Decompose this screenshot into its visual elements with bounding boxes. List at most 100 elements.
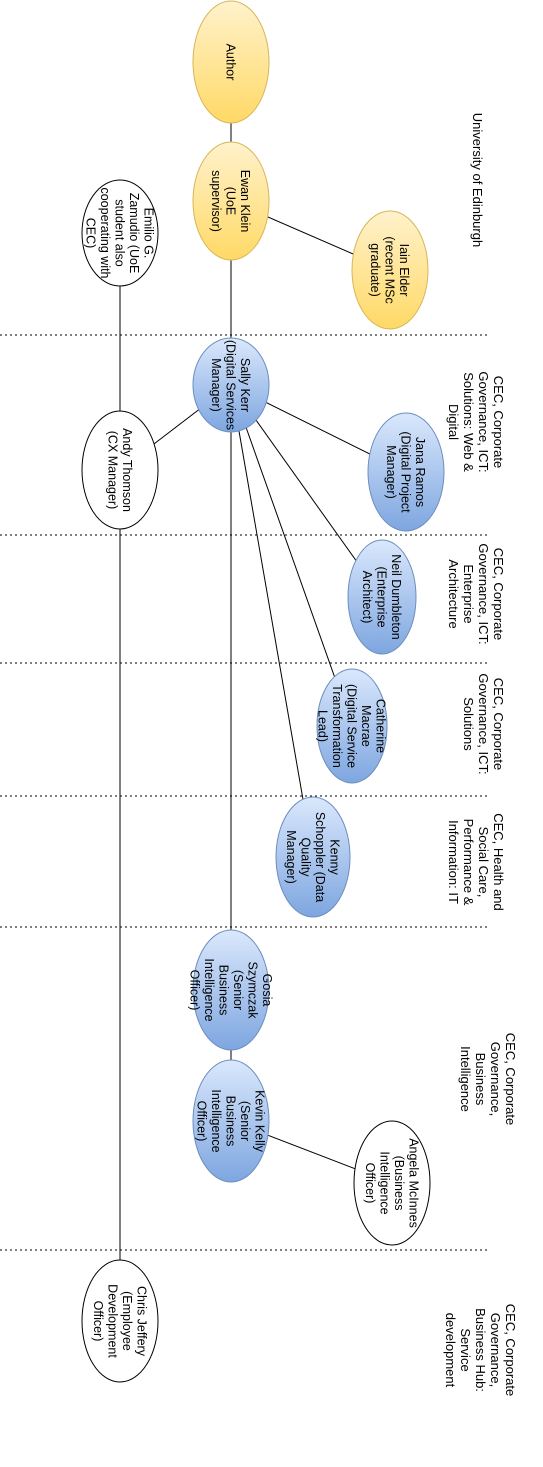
node-jana: Jana Ramos(Digital ProjectManager)	[367, 412, 445, 532]
node-jana-line-3: Manager)	[384, 445, 398, 499]
node-gosia-shape	[192, 929, 270, 1051]
node-jana-shape	[367, 412, 445, 532]
node-catherine-line-4: Transformation	[330, 684, 344, 768]
node-neil-shape	[347, 539, 417, 655]
group-label-ea-line-4: Architecture	[446, 559, 461, 628]
node-sally-label: Sally Kerr(Digital ServicesManager)	[209, 340, 252, 430]
node-emilio-line-5: CEC)	[84, 218, 98, 249]
node-iain-line-2: (recent MSc	[383, 236, 397, 303]
node-iain-line-1: Iain Elder	[397, 244, 411, 297]
group-label-bh-line-2: Governance,	[488, 1313, 503, 1387]
node-emilio-line-2: Zamudio (UoE	[127, 193, 141, 274]
node-author-label: Author	[224, 44, 238, 81]
node-catherine-label: CatherineMacrae(Digital ServiceTransform…	[316, 684, 388, 768]
group-label-web-line-2: Governance, ICT:	[476, 371, 491, 472]
node-author-line-1: Author	[224, 44, 238, 81]
group-label-hsc-line-3: Performance &	[461, 819, 476, 906]
node-gosia-line-5: Intelligence	[202, 958, 216, 1021]
node-jana-label: Jana Ramos(Digital ProjectManager)	[384, 431, 427, 513]
group-label-ea: CEC, CorporateGovernance, ICT:Enterprise…	[446, 543, 506, 644]
group-label-uoe-line-1: University of Edinburgh	[470, 113, 485, 247]
node-andy-shape	[81, 410, 159, 530]
node-angela-label: Angela McInnes(BusinessIntelligenceOffic…	[363, 1138, 421, 1228]
node-chris-line-2: (Employee	[120, 1291, 134, 1351]
node-gosia-line-4: Business	[216, 965, 230, 1016]
group-label-ea-line-2: Governance, ICT:	[476, 543, 491, 644]
node-gosia-line-1: Gosia	[260, 974, 274, 1007]
node-gosia-line-6: Officer)	[187, 970, 201, 1011]
node-kevin-line-3: Business	[224, 1096, 238, 1147]
node-catherine-line-3: (Digital Service	[345, 684, 359, 768]
node-kevin-line-5: Officer)	[195, 1101, 209, 1142]
node-emilio: Emilio G.Zamudio (UoEstudent alsocoopera…	[81, 179, 159, 287]
node-emilio-label: Emilio G.Zamudio (UoEstudent alsocoopera…	[84, 187, 156, 278]
node-jana-line-1: Jana Ramos	[413, 437, 427, 507]
node-kenny-line-3: Quality	[298, 838, 312, 878]
group-label-hsc-line-1: CEC, Health and	[491, 813, 506, 911]
node-andy-label: Andy Thomson(CX Manager)	[105, 428, 134, 512]
group-label-web-line-1: CEC, Corporate	[491, 376, 506, 468]
node-catherine-line-5: Lead)	[316, 710, 330, 742]
group-label-bh: CEC, CorporateGovernance,Business Hub:Se…	[443, 1304, 518, 1396]
group-label-bi: CEC, CorporateGovernance,BusinessIntelli…	[458, 1033, 518, 1125]
node-neil-label: Neil Dumbleton(EnterpriseArchitect)	[360, 554, 403, 640]
node-kevin: Kevin Kelly(SeniorBusinessIntelligenceOf…	[192, 1059, 270, 1183]
node-kenny-shape	[275, 796, 351, 918]
node-gosia-line-3: (Senior	[231, 970, 245, 1010]
node-iain-shape	[351, 210, 429, 330]
group-label-bh-line-4: Service	[458, 1328, 473, 1371]
node-gosia: GosiaSzymczak(SeniorBusinessIntelligence…	[187, 929, 274, 1051]
node-chris-line-1: Chris Jeffery	[134, 1286, 148, 1357]
node-sally-line-2: (Digital Services	[224, 340, 238, 430]
node-iain: Iain Elder(recent MScgraduate)	[351, 210, 429, 330]
group-separators	[0, 334, 490, 1251]
node-chris-line-4: Officer)	[91, 1301, 105, 1342]
node-author: Author	[192, 0, 270, 124]
node-emilio-line-4: cooperating with	[98, 187, 112, 278]
node-kevin-label: Kevin Kelly(SeniorBusinessIntelligenceOf…	[195, 1089, 267, 1152]
node-chris-shape	[81, 1259, 159, 1383]
group-label-sol-line-1: CEC, Corporate	[491, 678, 506, 770]
node-ewan-label: Ewan Klein(UoEsupervisor)	[209, 170, 252, 233]
node-gosia-line-2: Szymczak	[245, 962, 259, 1020]
node-andy: Andy Thomson(CX Manager)	[81, 410, 159, 530]
node-iain-line-3: graduate)	[368, 243, 382, 297]
node-andy-line-2: (CX Manager)	[105, 431, 119, 510]
node-catherine-shape	[316, 668, 388, 784]
node-iain-label: Iain Elder(recent MScgraduate)	[368, 236, 411, 303]
node-chris: Chris Jeffery(EmployeeDevelopmentOfficer…	[81, 1259, 159, 1383]
node-gosia-label: GosiaSzymczak(SeniorBusinessIntelligence…	[187, 958, 274, 1021]
node-angela-line-1: Angela McInnes	[406, 1138, 420, 1228]
node-ewan-shape	[192, 141, 270, 261]
node-sally-line-3: Manager)	[209, 358, 223, 412]
node-emilio-line-3: student also	[113, 199, 127, 266]
node-kenny: KennySchoppler (DataQualityManager)	[275, 796, 351, 918]
group-label-web-line-4: Digital	[446, 404, 461, 440]
node-sally: Sally Kerr(Digital ServicesManager)	[192, 337, 270, 433]
node-kenny-line-2: Schoppler (Data	[313, 812, 327, 902]
group-label-bi-line-2: Governance,	[488, 1042, 503, 1116]
node-neil-line-3: Architect)	[360, 571, 374, 624]
node-emilio-shape	[81, 179, 159, 287]
node-angela-shape	[353, 1120, 431, 1246]
group-label-hsc-line-2: Social Care,	[476, 827, 491, 898]
node-kenny-line-4: Manager)	[284, 830, 298, 884]
edge-sally-catherine	[230, 384, 353, 727]
node-kevin-line-2: (Senior	[238, 1101, 252, 1141]
group-label-bh-line-1: CEC, Corporate	[503, 1304, 518, 1396]
node-chris-label: Chris Jeffery(EmployeeDevelopmentOfficer…	[91, 1284, 149, 1358]
group-label-web: CEC, CorporateGovernance, ICT:Solutions:…	[446, 371, 506, 472]
group-label-bi-line-3: Business	[473, 1053, 488, 1106]
node-catherine-line-2: Macrae	[359, 705, 373, 747]
group-label-sol: CEC, CorporateGovernance, ICT:Solutions	[461, 673, 506, 774]
group-label-hsc-line-4: Information: IT	[446, 820, 461, 904]
node-chris-line-3: Development	[105, 1284, 119, 1358]
group-label-sol-line-3: Solutions	[461, 697, 476, 751]
node-ewan: Ewan Klein(UoEsupervisor)	[192, 141, 270, 261]
node-angela-line-3: Intelligence	[377, 1151, 391, 1214]
node-neil-line-2: (Enterprise	[375, 566, 389, 627]
edge-sally-kenny	[230, 384, 314, 858]
